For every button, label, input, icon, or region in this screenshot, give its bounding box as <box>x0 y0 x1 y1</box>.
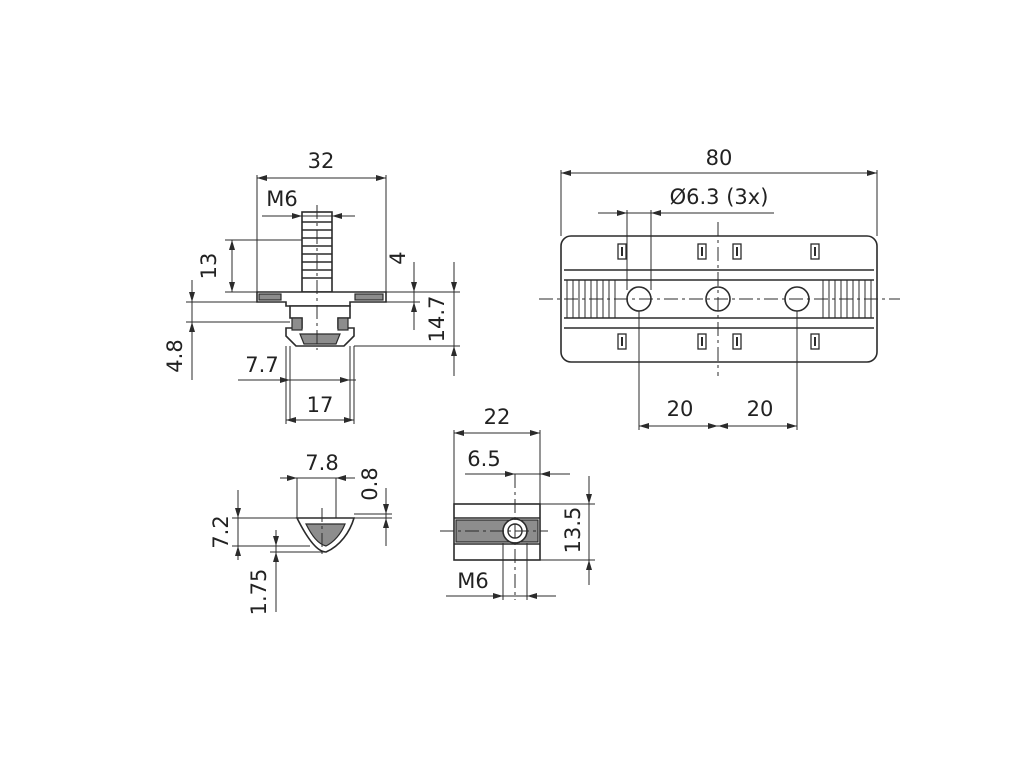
plate-shade-right <box>354 293 384 301</box>
dim-plate-thickness: 4 <box>386 251 410 264</box>
nut-profile-view: 7.8 0.8 7.2 1.75 <box>209 451 392 615</box>
dim-nut-side-thread: M6 <box>457 569 488 593</box>
nut-shade-right <box>337 317 349 331</box>
dim-bolt-height: 13 <box>197 253 221 280</box>
dim-front-thread: M6 <box>266 187 297 211</box>
dim-nut-top-offset: 0.8 <box>358 467 382 500</box>
dim-nut-offset: 4.8 <box>163 339 187 372</box>
dim-bar-length: 80 <box>706 146 733 170</box>
dim-neck-width: 7.7 <box>245 353 278 377</box>
dim-nut-side-height: 13.5 <box>561 507 585 554</box>
dim-front-width: 32 <box>308 149 335 173</box>
dim-nut-height: 7.2 <box>209 515 233 548</box>
dim-pitch-left: 20 <box>667 397 694 421</box>
slots-top <box>617 243 820 260</box>
dim-hole-spec: Ø6.3 (3x) <box>670 185 769 209</box>
dim-nut-top-width: 7.8 <box>305 451 338 475</box>
top-view: 80 Ø6.3 (3x) 20 20 <box>539 146 900 430</box>
nut-shade-bottom <box>299 333 341 345</box>
plate-shade-left <box>258 293 282 301</box>
nut-side-view: 22 6.5 13.5 M6 <box>440 405 595 600</box>
nut-profile-shade <box>305 523 346 547</box>
dim-nut-width: 17 <box>307 393 334 417</box>
dim-total-height: 14.7 <box>425 296 449 343</box>
dim-nut-side-length: 22 <box>484 405 511 429</box>
dim-hole-offset: 6.5 <box>467 447 500 471</box>
front-view: 32 M6 13 4.8 4 14.7 <box>163 149 460 424</box>
dim-pitch-right: 20 <box>747 397 774 421</box>
nut-shade-left <box>291 317 303 331</box>
slots-bottom <box>617 333 820 350</box>
dim-nut-depth: 1.75 <box>247 569 271 616</box>
